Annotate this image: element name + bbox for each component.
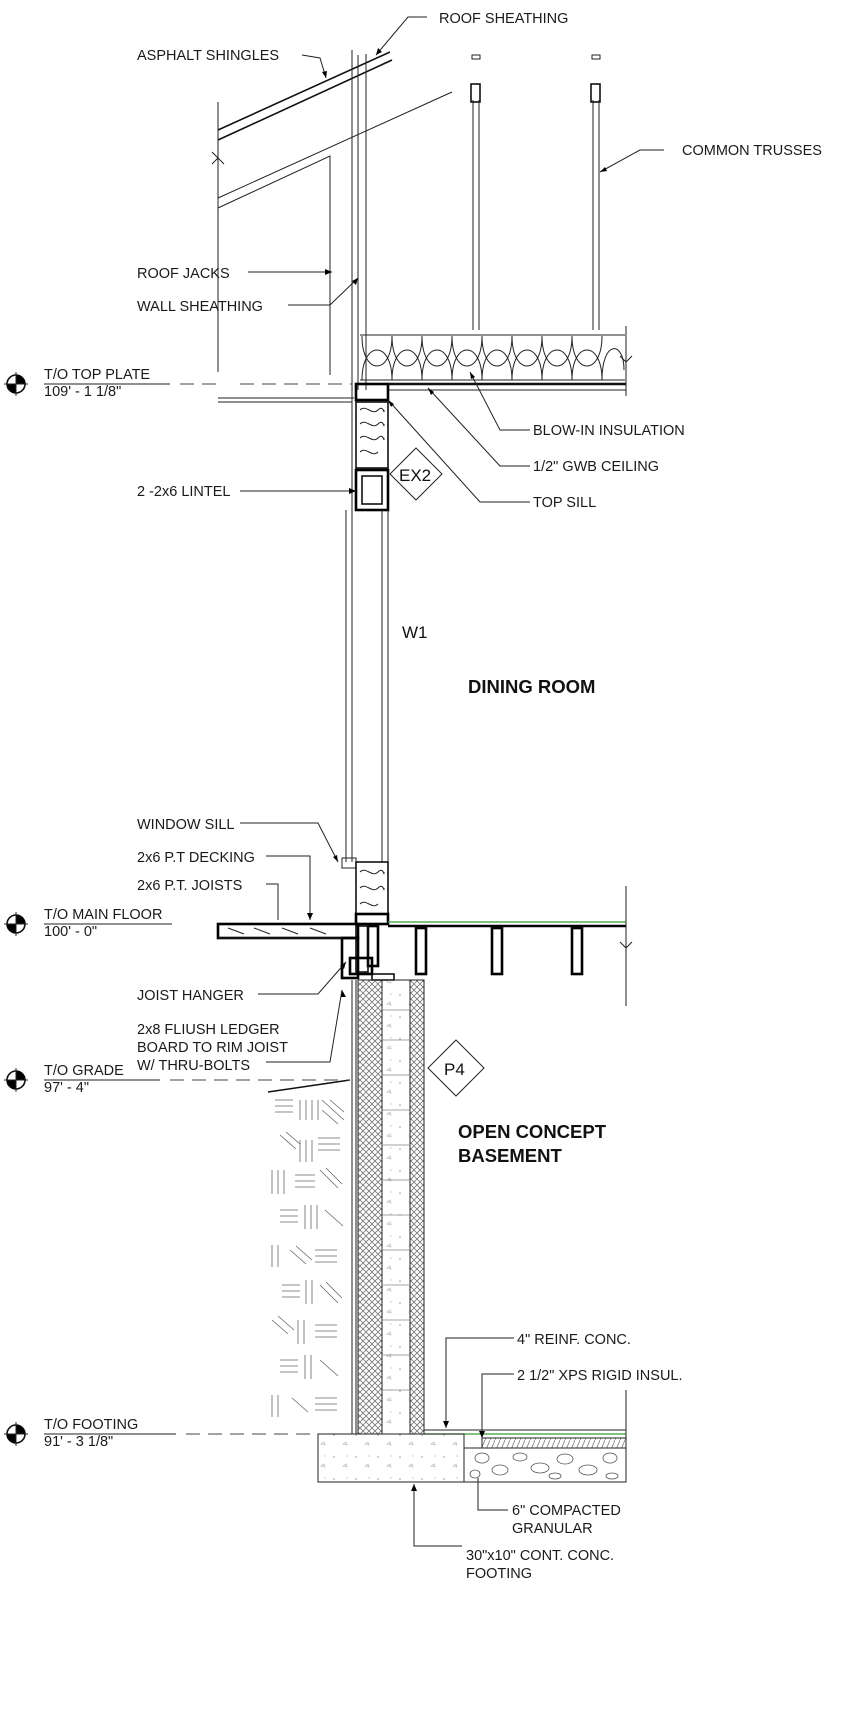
label-joist-hanger: JOIST HANGER — [137, 988, 244, 1004]
label-footing-line-1: 30"x10" CONT. CONC. — [466, 1548, 614, 1564]
level-marker-top-plate — [4, 372, 352, 396]
tag-ex2 — [389, 447, 443, 501]
foundation-wall — [351, 979, 425, 1435]
common-trusses — [470, 54, 601, 330]
level-name-main-floor: T/O MAIN FLOOR — [44, 907, 162, 923]
label-gwb-ceiling: 1/2" GWB CEILING — [533, 459, 659, 475]
level-elevation-top-plate: 109' - 1 1/8" — [44, 384, 121, 400]
level-elevation-grade: 97' - 4" — [44, 1080, 89, 1096]
tag-p4-text: P4 — [444, 1060, 465, 1079]
label-common-trusses: COMMON TRUSSES — [682, 143, 822, 159]
label-roof-sheathing: ROOF SHEATHING — [439, 11, 568, 27]
roof-assembly — [211, 50, 453, 510]
wall-framing — [218, 382, 390, 926]
level-name-top-plate: T/O TOP PLATE — [44, 367, 150, 383]
label-granular-line-2: GRANULAR — [512, 1521, 593, 1537]
label-lintel: 2 -2x6 LINTEL — [137, 484, 231, 500]
room-label-basement-line-1: OPEN CONCEPT — [458, 1121, 607, 1142]
leader-lines — [240, 16, 664, 1547]
level-marker-footing — [4, 1422, 318, 1446]
label-granular-line-1: 6" COMPACTED — [512, 1503, 621, 1519]
level-markers — [4, 372, 352, 1446]
label-ledger-line-3: W/ THRU-BOLTS — [137, 1058, 250, 1074]
level-marker-grade — [4, 1068, 350, 1092]
label-footing-line-2: FOOTING — [466, 1566, 532, 1582]
label-reinf-conc: 4" REINF. CONC. — [517, 1332, 631, 1348]
label-top-sill: TOP SILL — [533, 495, 596, 511]
label-ledger-line-2: BOARD TO RIM JOIST — [137, 1040, 288, 1056]
main-floor-assembly — [216, 886, 633, 1006]
blow-in-insulation — [360, 326, 633, 396]
level-marker-main-floor — [4, 912, 172, 936]
level-name-grade: T/O GRADE — [44, 1063, 124, 1079]
label-blow-in-insulation: BLOW-IN INSULATION — [533, 423, 685, 439]
room-label-basement-line-2: BASEMENT — [458, 1145, 563, 1166]
room-label-dining: DINING ROOM — [468, 676, 595, 697]
label-ledger-line-1: 2x8 FLIUSH LEDGER — [137, 1022, 280, 1038]
label-asphalt-shingles: ASPHALT SHINGLES — [137, 48, 279, 64]
label-window-sill: WINDOW SILL — [137, 817, 234, 833]
label-joists: 2x6 P.T. JOISTS — [137, 878, 242, 894]
tag-p4 — [427, 1039, 485, 1097]
level-name-footing: T/O FOOTING — [44, 1417, 138, 1433]
label-xps: 2 1/2" XPS RIGID INSUL. — [517, 1368, 683, 1384]
label-decking: 2x6 P.T DECKING — [137, 850, 255, 866]
level-elevation-main-floor: 100' - 0" — [44, 924, 97, 940]
label-wall-sheathing: WALL SHEATHING — [137, 299, 263, 315]
label-roof-jacks: ROOF JACKS — [137, 266, 230, 282]
tag-ex2-text: EX2 — [399, 466, 431, 485]
level-elevation-footing: 91' - 3 1/8" — [44, 1434, 113, 1450]
soil-backfill — [267, 1079, 351, 1417]
slab-and-footing — [317, 1390, 627, 1483]
tag-window-w1: W1 — [402, 623, 428, 642]
